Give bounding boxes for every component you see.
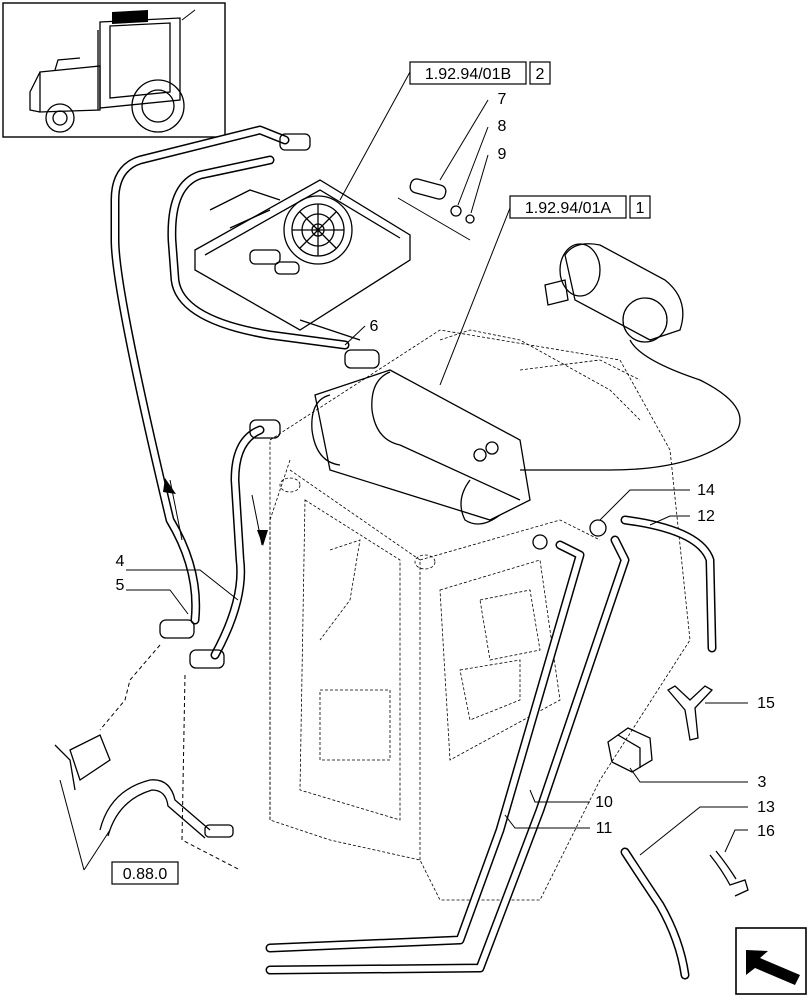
callout-3: 3 (758, 774, 767, 791)
next-page-arrow-icon[interactable] (735, 927, 807, 995)
left-hoses (110, 125, 380, 669)
small-parts (397, 178, 475, 241)
ref-box-1-92-94-01b: 1.92.94/01B 2 (409, 61, 551, 85)
callout-16: 16 (757, 823, 775, 840)
callout-9: 9 (498, 146, 507, 163)
ref-code-0-88-0: 0.88.0 (123, 866, 168, 883)
callout-5: 5 (116, 577, 125, 594)
ref-num-01a: 1 (636, 200, 645, 217)
drain-tubes (265, 515, 717, 975)
leader-lines (59, 71, 748, 871)
blower-motor (520, 243, 741, 471)
evaporator-unit (194, 179, 411, 341)
lower-left-pipes (54, 644, 241, 871)
callout-11: 11 (596, 820, 613, 837)
ref-num-01b: 2 (536, 66, 545, 83)
callout-13: 13 (757, 799, 775, 816)
callout-14: 14 (697, 482, 715, 499)
ref-box-1-92-94-01a: 1.92.94/01A 1 (509, 195, 651, 219)
cab-outline (269, 329, 691, 901)
air-duct (311, 369, 531, 525)
callout-7: 7 (498, 91, 507, 108)
callout-8: 8 (498, 118, 507, 135)
tractor-thumbnail (2, 2, 226, 138)
ref-box-0-88-0: 0.88.0 (111, 861, 179, 885)
loose-parts (607, 685, 749, 980)
ref-code-01b: 1.92.94/01B (425, 66, 511, 83)
callout-6: 6 (370, 318, 379, 335)
callout-12: 12 (697, 508, 715, 525)
ref-code-01a: 1.92.94/01A (525, 200, 612, 217)
callout-numbers: 7 8 9 6 4 5 14 12 15 3 10 13 11 16 (116, 91, 775, 840)
callout-4: 4 (116, 553, 125, 570)
callout-15: 15 (757, 695, 775, 712)
flow-arrows (163, 478, 268, 546)
callout-10: 10 (595, 794, 613, 811)
